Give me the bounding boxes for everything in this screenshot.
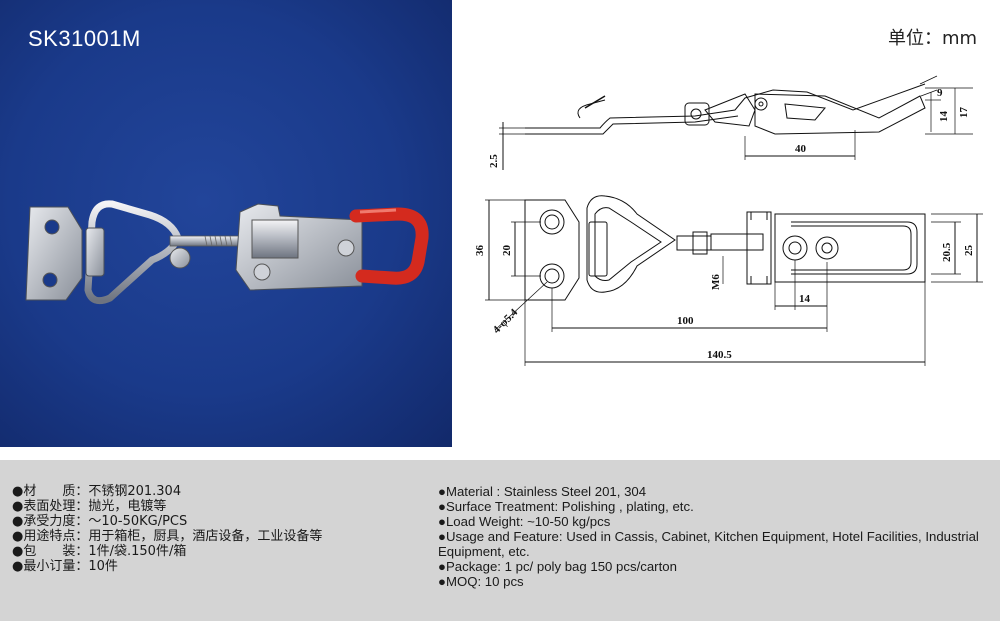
dim-total-width: 25 — [963, 245, 975, 257]
dim-side-angle: 9 — [937, 87, 943, 99]
spec-item-cn: ●材 质：不锈钢201.304 — [12, 484, 182, 499]
dim-thread: M6 — [710, 274, 722, 290]
spec-item-en: ●Package: 1 pc/ poly bag 150 pcs/carton — [438, 559, 677, 574]
spec-panel: ●材 质：不锈钢201.304 ●表面处理：抛光，电镀等 ●承受力度：～10-5… — [0, 460, 1000, 621]
dim-pivot-offset: 14 — [799, 293, 811, 305]
spec-item-cn: ●表面处理：抛光，电镀等 — [12, 499, 167, 514]
spec-item-en: ●MOQ: 10 pcs — [438, 574, 524, 589]
spec-item-cn: ●承受力度：～10-50KG/PCS — [12, 514, 188, 529]
spec-item-en: ●Material : Stainless Steel 201, 304 — [438, 484, 647, 499]
spec-item-en: ●Load Weight: ~10-50 kg/pcs — [438, 514, 611, 529]
side-view — [499, 75, 973, 170]
dim-total-length: 140.5 — [707, 349, 732, 361]
technical-drawing: 2.5 40 17 14 9 36 20 20.5 25 M6 4-φ5.4 1… — [474, 75, 983, 366]
dim-hook-width: 20.5 — [941, 242, 953, 262]
front-view — [485, 195, 983, 366]
model-code: SK31001M — [28, 26, 141, 51]
spec-list-en: ●Material : Stainless Steel 201, 304 ●Su… — [438, 484, 990, 589]
unit-label: 单位：mm — [888, 28, 978, 49]
dim-mid-length: 100 — [677, 315, 694, 327]
spec-item-cn: ●包 装：1件/袋.150件/箱 — [12, 544, 187, 559]
dim-side-height-inner: 14 — [938, 111, 950, 123]
dim-side-length: 40 — [795, 143, 807, 155]
latch-photo — [25, 200, 429, 305]
product-photo-panel: SK31001M — [0, 0, 452, 447]
dim-side-thickness: 2.5 — [488, 154, 500, 168]
spec-item-en: ●Surface Treatment: Polishing , plating,… — [438, 499, 694, 514]
dim-plate-height: 36 — [474, 245, 486, 257]
dim-side-height: 17 — [958, 107, 970, 119]
spec-item-cn: ●用途特点：用于箱柜，厨具，酒店设备，工业设备等 — [12, 529, 323, 544]
spec-item-cn: ●最小订量：10件 — [12, 559, 118, 574]
spec-list-cn: ●材 质：不锈钢201.304 ●表面处理：抛光，电镀等 ●承受力度：～10-5… — [12, 484, 422, 574]
spec-item-en: ●Usage and Feature: Used in Cassis, Cabi… — [438, 529, 979, 559]
dim-hole-spacing: 20 — [501, 245, 513, 257]
